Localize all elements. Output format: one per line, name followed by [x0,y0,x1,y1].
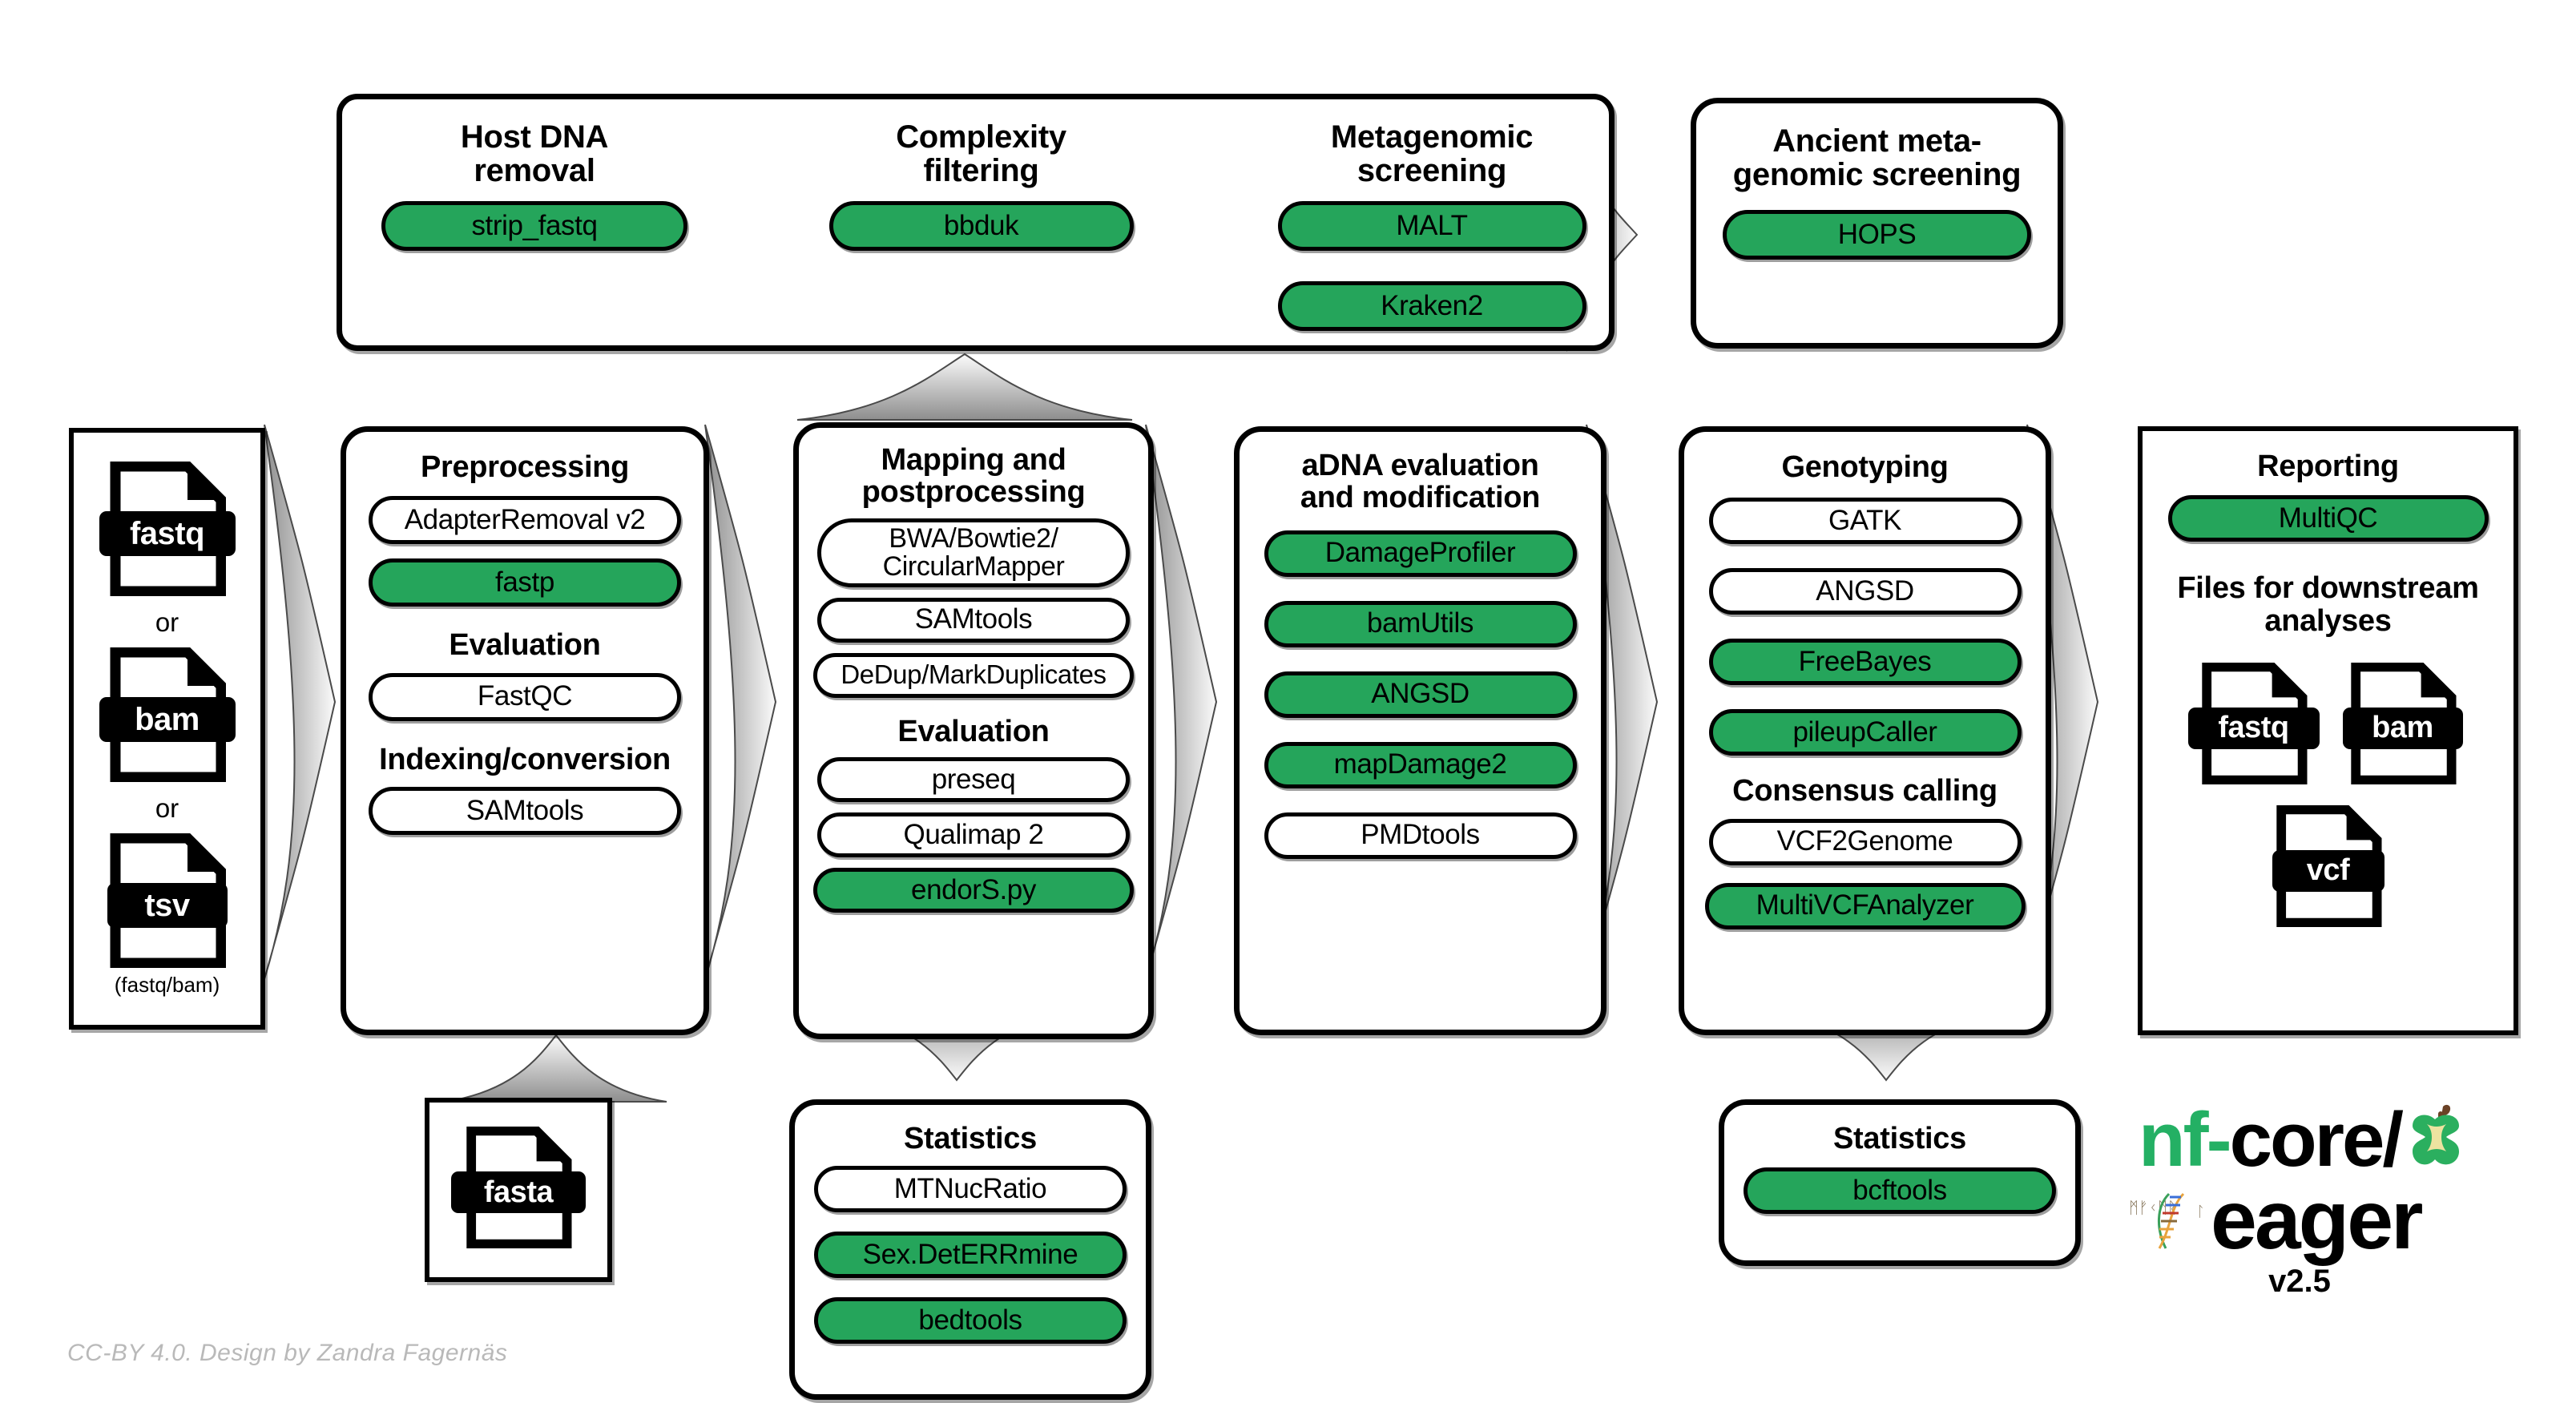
arrow-mapping-to-adna [1145,424,1218,980]
group-title: Host DNA removal [460,119,609,189]
file-bam-icon: bam [99,647,236,783]
logo-line-2: ᛗᚠᚲᛗᚱ ᛚ eager [2127,1173,2528,1268]
tool-pill-vcf2genome[interactable]: VCF2Genome [1708,818,2022,865]
file-ext-label: fastq [2187,707,2320,749]
screening-container-panel: Host DNA removal strip_fastq Complexity … [337,94,1615,351]
logo-line-1: nf- core/ [2139,1096,2528,1184]
dna-helix-runes-icon: ᛗᚠᚲᛗᚱ ᛚ [2129,1192,2205,1249]
mapping-panel: Mapping and postprocessing BWA/Bowtie2/ … [793,422,1154,1039]
file-ext-label: vcf [2272,849,2385,892]
group-title: Metagenomic screening [1330,119,1534,189]
arrow-input-to-preprocessing [264,424,337,980]
reporting-panel: Reporting MultiQC Files for downstream a… [2138,426,2518,1035]
tool-pill-endorspy[interactable]: endorS.py [813,867,1134,913]
statistics-title: Statistics [1833,1122,1966,1155]
reporting-title: Reporting [2257,450,2399,483]
tool-pill-bamutils[interactable]: bamUtils [1264,600,1577,647]
tool-pill-preseq[interactable]: preseq [817,756,1130,802]
file-ext-label: fasta [451,1171,586,1213]
statistics-title: Statistics [904,1122,1037,1155]
preprocessing-title: Preprocessing [420,450,630,484]
tool-pill-samtools-map[interactable]: SAMtools [817,597,1130,643]
file-fastq-icon: fastq [2187,662,2320,785]
tool-pill-pmdtools[interactable]: PMDtools [1264,812,1577,859]
tool-pill-angsd-geno[interactable]: ANGSD [1708,568,2022,615]
logo-eager-text: eager [2211,1174,2424,1267]
tool-pill-samtools-pre[interactable]: SAMtools [369,786,681,835]
tool-pill-angsd-adna[interactable]: ANGSD [1264,671,1577,718]
tool-pill-qualimap2[interactable]: Qualimap 2 [817,812,1130,857]
tool-pill-fastqc[interactable]: FastQC [369,672,681,721]
tool-pill-multiqc[interactable]: MultiQC [2167,495,2489,542]
input-note: (fastq/bam) [114,973,220,997]
tool-pill-malt[interactable]: MALT [1277,200,1586,251]
apple-core-icon [2413,1104,2460,1165]
file-fastq-icon: fastq [99,461,236,597]
tool-pill-gatk[interactable]: GATK [1708,498,2022,545]
genotyping-panel: Genotyping GATK ANGSD FreeBayes pileupCa… [1679,426,2051,1035]
mapping-evaluation-title: Evaluation [897,714,1050,748]
tool-pill-mtnucratio[interactable]: MTNucRatio [814,1166,1127,1213]
file-ext-label: bam [2342,707,2463,749]
tool-pill-bwa-bowtie2[interactable]: BWA/Bowtie2/ CircularMapper [817,518,1130,587]
screening-group-complexity: Complexity filtering bbduk [827,120,1135,251]
consensus-calling-title: Consensus calling [1732,774,1998,808]
preprocessing-panel: Preprocessing AdapterRemoval v2 fastp Ev… [341,426,709,1035]
tool-pill-freebayes[interactable]: FreeBayes [1708,639,2022,686]
logo-version: v2.5 [2268,1264,2331,1299]
screening-group-host-dna: Host DNA removal strip_fastq [374,120,695,251]
tool-pill-sexdeterrmine[interactable]: Sex.DetERRmine [814,1232,1127,1279]
preprocessing-indexing-title: Indexing/conversion [379,742,671,776]
statistics-mapping-panel: Statistics MTNucRatio Sex.DetERRmine bed… [789,1099,1151,1400]
ancient-screening-title: Ancient meta- genomic screening [1732,123,2022,193]
file-tsv-icon: tsv [107,833,228,969]
ancient-screening-panel: Ancient meta- genomic screening HOPS [1691,98,2063,349]
downstream-file-row: fastq bam [2143,662,2514,785]
credit-line: CC-BY 4.0. Design by Zandra Fagernäs [67,1340,508,1366]
adna-panel: aDNA evaluation and modification DamageP… [1234,426,1606,1035]
arrow-preprocessing-to-mapping [704,424,777,980]
arrow-mapping-to-screening [796,353,1133,421]
mapping-title: Mapping and postprocessing [861,443,1086,510]
tool-pill-bedtools[interactable]: bedtools [814,1297,1127,1345]
group-title: Complexity filtering [896,119,1066,189]
tool-pill-bcftools[interactable]: bcftools [1744,1167,2056,1215]
file-ext-label: fastq [99,511,236,556]
tool-pill-kraken2[interactable]: Kraken2 [1277,280,1586,331]
downstream-files-title: Files for downstream analyses [2177,571,2479,638]
arrow-fasta-to-preprocessing [445,1034,667,1103]
file-ext-label: tsv [107,883,228,928]
statistics-genotyping-panel: Statistics bcftools [1719,1099,2081,1266]
or-label-2: or [155,793,179,823]
tool-pill-strip-fastq[interactable]: strip_fastq [381,200,687,251]
tool-pill-bbduk[interactable]: bbduk [828,200,1134,251]
file-ext-label: bam [99,697,236,742]
nf-core-eager-logo: nf- core/ ᛗᚠᚲᛗᚱ ᛚ eager v2.5 [2127,1096,2528,1300]
tool-pill-dedup[interactable]: DeDup/MarkDuplicates [813,652,1134,698]
svg-text:ᛗᚠᚲᛗᚱ: ᛗᚠᚲᛗᚱ [2129,1199,2177,1217]
svg-text:ᛚ: ᛚ [2196,1203,2205,1220]
file-vcf-icon: vcf [2272,804,2385,928]
file-bam-icon: bam [2342,662,2463,785]
fasta-reference-panel: fasta [425,1098,612,1282]
tool-pill-multivcfanalyzer[interactable]: MultiVCFAnalyzer [1704,882,2026,929]
downstream-file-row-2: vcf [2143,804,2514,928]
input-files-panel: fastq or bam or tsv (fastq/bam) [69,428,265,1030]
screening-group-metagenomic: Metagenomic screening MALT Kraken2 [1276,120,1588,331]
preprocessing-evaluation-title: Evaluation [449,628,601,663]
adna-title: aDNA evaluation and modification [1300,449,1541,515]
tool-pill-adapterremoval[interactable]: AdapterRemoval v2 [369,496,681,545]
tool-pill-pileupcaller[interactable]: pileupCaller [1708,709,2022,756]
logo-core-text: core/ [2229,1097,2404,1183]
or-label-1: or [155,607,179,637]
tool-pill-mapdamage2[interactable]: mapDamage2 [1264,741,1577,788]
tool-pill-hops[interactable]: HOPS [1723,209,2031,260]
file-fasta-icon: fasta [451,1126,586,1249]
tool-pill-fastp[interactable]: fastp [369,558,681,607]
genotyping-title: Genotyping [1781,450,1949,484]
logo-nf-text: nf- [2139,1097,2232,1183]
tool-pill-damageprofiler[interactable]: DamageProfiler [1264,530,1577,577]
